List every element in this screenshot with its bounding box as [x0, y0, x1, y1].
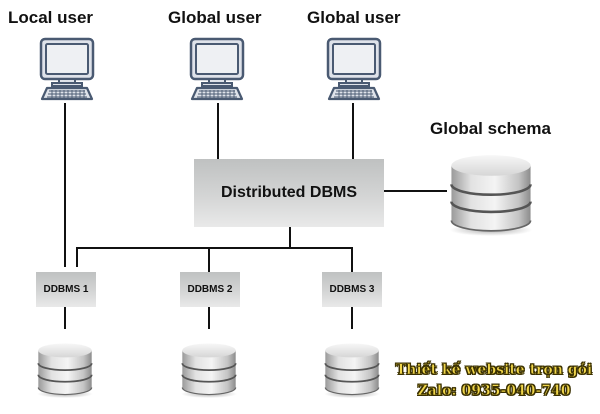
connector-bus-ddbms1 — [76, 247, 78, 267]
database-icon — [36, 332, 94, 406]
global-user-label-1: Global user — [168, 8, 262, 27]
global-schema-label: Global schema — [430, 119, 551, 138]
connector-bus-ddbms3 — [351, 247, 353, 272]
local-user-label: Local user — [8, 8, 94, 27]
ddbms-node-label: DDBMS 1 — [43, 284, 89, 295]
ddbms-node-2: DDBMS 2 — [180, 272, 240, 307]
distributed-dbms-label: Distributed DBMS — [221, 184, 357, 201]
desktop-computer-icon — [185, 37, 249, 101]
connector-ddbms1-db — [64, 307, 66, 329]
connector-global-user-2 — [352, 103, 354, 159]
ddbms-node-label: DDBMS 3 — [329, 284, 375, 295]
global-user-label-2: Global user — [307, 8, 401, 27]
bus-line — [76, 247, 352, 249]
connector-global-user-1 — [217, 103, 219, 159]
watermark-line-1: Thiết kế website trọn gói — [395, 362, 593, 379]
connector-dbms-down — [289, 227, 291, 248]
watermark: Thiết kế website trọn gói Zalo: 0935-040… — [388, 360, 600, 402]
desktop-computer-icon — [322, 37, 386, 101]
ddbms-node-label: DDBMS 2 — [187, 284, 233, 295]
connector-ddbms2-db — [208, 307, 210, 329]
connector-local-user-to-ddbms1 — [64, 103, 66, 267]
watermark-line-2: Zalo: 0935-040-740 — [417, 383, 571, 400]
database-icon — [448, 143, 534, 243]
desktop-computer-icon — [35, 37, 99, 101]
database-icon — [323, 332, 381, 406]
database-icon — [180, 332, 238, 406]
ddbms-node-3: DDBMS 3 — [322, 272, 382, 307]
connector-ddbms3-db — [351, 307, 353, 329]
connector-global-schema — [384, 190, 447, 192]
distributed-dbms-box: Distributed DBMS — [194, 159, 384, 227]
connector-bus-ddbms2 — [208, 247, 210, 272]
ddbms-node-1: DDBMS 1 — [36, 272, 96, 307]
